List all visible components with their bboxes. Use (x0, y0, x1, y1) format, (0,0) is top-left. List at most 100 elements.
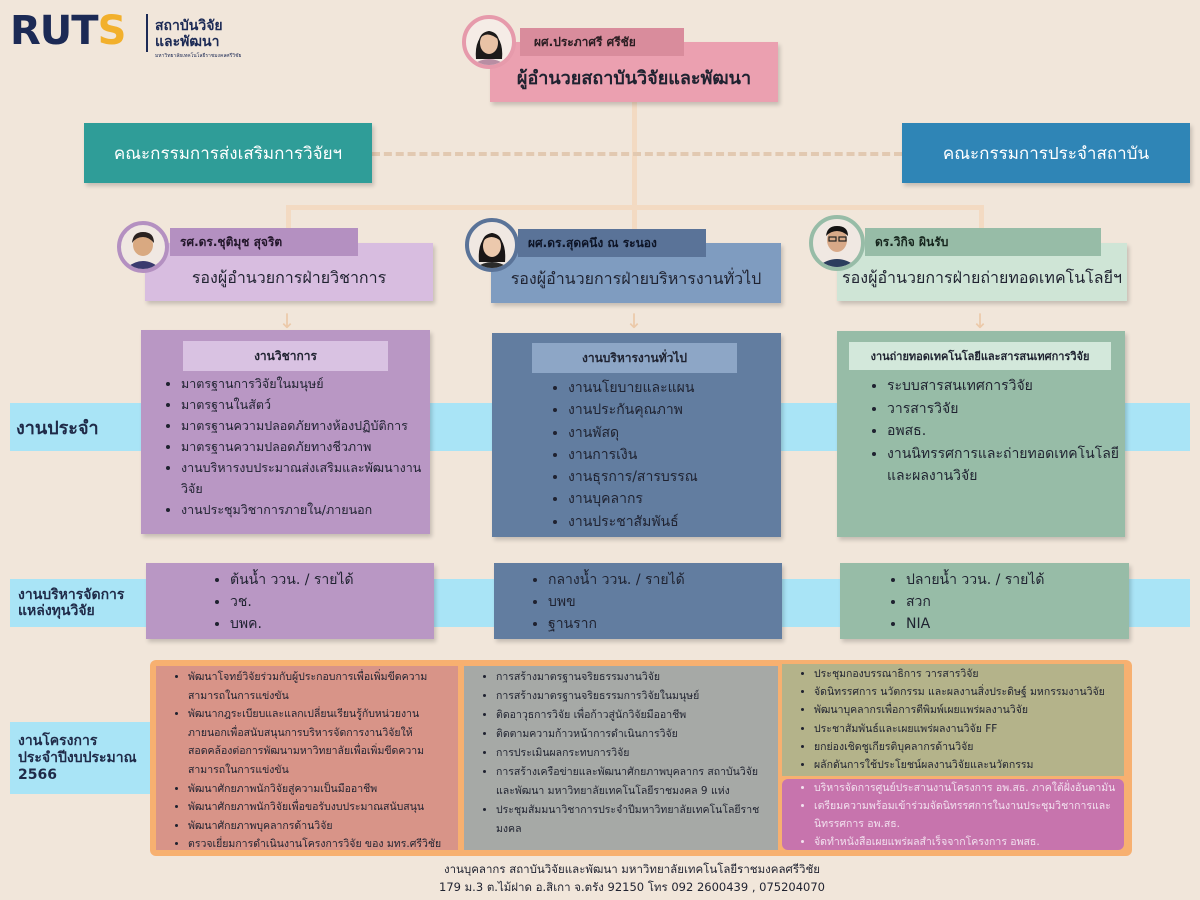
deputy-academic-name-tag: รศ.ดร.ชุติมุช สุจริต (170, 228, 358, 256)
logo-mark: RUTS (10, 8, 126, 54)
list-item: พัฒนาบุคลากรเพื่อการตีพิมพ์เผยแพร่ผลงานว… (814, 701, 1122, 719)
deputy-admin-avatar (465, 218, 519, 272)
deputy-academic-name: รศ.ดร.ชุติมุช สุจริต (180, 234, 283, 249)
list-item: พัฒนากฎระเบียบและแลกเปลี่ยนเรียนรู้กับหน… (188, 705, 454, 779)
list-item: NIA (906, 613, 1118, 635)
deputy-tech-title: รองผู้อำนวยการฝ่ายถ่ายทอดเทคโนโลยีฯ (842, 267, 1122, 287)
list-item: พัฒนาศักยภาพบุคลากรด้านวิจัย (188, 817, 454, 836)
list-item: บพค. (230, 613, 422, 635)
list-item: งานประชุมวิชาการภายใน/ภายนอก (181, 499, 425, 520)
list-item: จัดทำหนังสือเผยแพร่ผลสำเร็จจากโครงการ อพ… (814, 833, 1120, 851)
list-item: ระบบสารสนเทศการวิจัย (887, 375, 1119, 398)
funding-row-label: งานบริหารจัดการ แหล่งทุนวิจัย (10, 579, 142, 627)
projects-band (10, 722, 160, 794)
person-photo-icon (125, 232, 161, 269)
person-photo-icon (472, 31, 506, 65)
connector-deputy-3 (979, 205, 984, 231)
list-item: ติดตามความก้าวหน้าการดำเนินการวิจัย (496, 725, 774, 744)
list-item: งานนโยบายและแผน (568, 377, 770, 399)
funding-downstream-box: ปลายน้ำ ววน. / รายได้ สวก NIA (840, 563, 1129, 639)
projects-aprsp-box: บริหารจัดการศูนย์ประสานงานโครงการ อพ.สธ.… (782, 779, 1124, 850)
person-photo-icon (475, 233, 509, 268)
list-item: งานบุคลากร (568, 488, 770, 510)
logo-line1: สถาบันวิจัย (155, 18, 223, 34)
funding-downstream-list: ปลายน้ำ ววน. / รายได้ สวก NIA (888, 569, 1118, 635)
logo-line2: และพัฒนา (155, 34, 220, 50)
committee-right-box: คณะกรรมการประจำสถาบัน (902, 123, 1190, 183)
projects-aprsp-list: บริหารจัดการศูนย์ประสานงานโครงการ อพ.สธ.… (796, 779, 1120, 851)
director-avatar (462, 15, 516, 69)
down-arrow-icon: ↓ (625, 309, 643, 333)
list-item: ผลักดันการใช้ประโยชน์ผลงานวิจัยและนวัตกร… (814, 756, 1122, 774)
list-item: ติดอาวุธการวิจัย เพื่อก้าวสู่นักวิจัยมือ… (496, 706, 774, 725)
list-item: วารสารวิจัย (887, 398, 1119, 421)
funding-upstream-list: ต้นน้ำ ววน. / รายได้ วช. บพค. (212, 569, 422, 635)
list-item: งานการเงิน (568, 444, 770, 466)
list-item: พัฒนาโจทย์วิจัยร่วมกับผู้ประกอบการเพื่อเ… (188, 668, 454, 705)
routine-row-label: งานประจำ (10, 403, 140, 451)
list-item: งานนิทรรศการและถ่ายทอดเทคโนโลยีและผลงานว… (887, 443, 1119, 488)
list-item: งานพัสดุ (568, 422, 770, 444)
funding-midstream-list: กลางน้ำ ววน. / รายได้ บพข ฐานราก (530, 569, 770, 635)
projects-admin-list: การสร้างมาตรฐานจริยธรรมงานวิจัย การสร้าง… (478, 668, 774, 839)
projects-tech-list: ประชุมกองบรรณาธิการ วารสารวิจัย จัดนิทรร… (796, 665, 1122, 774)
projects-row-label: งานโครงการ ประจำปีงบประมาณ 2566 (18, 732, 137, 783)
logo-text: สถาบันวิจัย และพัฒนา (155, 18, 223, 50)
logo-small-text: มหาวิทยาลัยเทคโนโลยีราชมงคลศรีวิชัย (155, 53, 242, 59)
list-item: การประเมินผลกระทบการวิจัย (496, 744, 774, 763)
list-item: อพสธ. (887, 420, 1119, 443)
footer-line2: 179 ม.3 ต.ไม้ฝาด อ.สิเกา จ.ตรัง 92150 โท… (439, 880, 825, 894)
list-item: มาตรฐานความปลอดภัยทางห้องปฏิบัติการ (181, 415, 425, 436)
list-item: ยกย่องเชิดชูเกียรติบุคลากรด้านวิจัย (814, 738, 1122, 756)
list-item: พัฒนาศักยภาพนักวิจัยสู่ความเป็นมืออาชีพ (188, 780, 454, 799)
projects-admin-box: การสร้างมาตรฐานจริยธรรมงานวิจัย การสร้าง… (464, 666, 778, 850)
routine-academic-heading: งานวิชาการ (183, 341, 388, 371)
director-name-tag: ผศ.ประภาศรี ศรีชัย (520, 28, 684, 56)
deputy-admin-title: รองผู้อำนวยการฝ่ายบริหารงานทั่วไป (510, 268, 762, 288)
deputy-tech-name: ดร.วิกิจ ผินรับ (875, 234, 949, 249)
director-title: ผู้อำนวยสถาบันวิจัยและพัฒนา (516, 67, 752, 89)
routine-admin-box: งานบริหารงานทั่วไป งานนโยบายและแผน งานปร… (492, 333, 781, 537)
down-arrow-icon: ↓ (971, 309, 989, 333)
list-item: งานธุรการ/สารบรรณ (568, 466, 770, 488)
funding-upstream-box: ต้นน้ำ ววน. / รายได้ วช. บพค. (146, 563, 434, 639)
logo: RUTS สถาบันวิจัย และพัฒนา มหาวิทยาลัยเทค… (10, 6, 241, 59)
list-item: กลางน้ำ ววน. / รายได้ (548, 569, 770, 591)
projects-tech-box: ประชุมกองบรรณาธิการ วารสารวิจัย จัดนิทรร… (782, 664, 1124, 776)
committee-left-label: คณะกรรมการส่งเสริมการวิจัยฯ (113, 143, 343, 164)
list-item: วช. (230, 591, 422, 613)
list-item: ประชุมสัมมนาวิชาการประจำปีมหาวิทยาลัยเทค… (496, 801, 774, 839)
committee-left-box: คณะกรรมการส่งเสริมการวิจัยฯ (84, 123, 372, 183)
list-item: จัดนิทรรศการ นวัตกรรม และผลงานสิ่งประดิษ… (814, 683, 1122, 701)
connector-vertical-main (632, 102, 637, 210)
list-item: พัฒนาศักยภาพนักวิจัยเพื่อขอรับงบประมาณสน… (188, 798, 454, 817)
routine-tech-list: ระบบสารสนเทศการวิจัย วารสารวิจัย อพสธ. ง… (869, 375, 1119, 488)
list-item: สวก (906, 591, 1118, 613)
committee-dashed-link (372, 152, 902, 156)
list-item: ประชาสัมพันธ์และเผยแพร่ผลงานวิจัย FF (814, 720, 1122, 738)
routine-academic-box: งานวิชาการ มาตรฐานการวิจัยในมนุษย์ มาตรฐ… (141, 330, 430, 534)
list-item: ประชุมกองบรรณาธิการ วารสารวิจัย (814, 665, 1122, 683)
routine-academic-list: มาตรฐานการวิจัยในมนุษย์ มาตรฐานในสัตว์ ม… (163, 373, 425, 520)
funding-midstream-box: กลางน้ำ ววน. / รายได้ บพข ฐานราก (494, 563, 782, 639)
routine-admin-heading: งานบริหารงานทั่วไป (532, 343, 737, 373)
deputy-admin-name: ผศ.ดร.สุดคนึง ณ ระนอง (528, 235, 657, 250)
connector-deputy-2 (632, 205, 637, 231)
list-item: ปลายน้ำ ววน. / รายได้ (906, 569, 1118, 591)
director-name: ผศ.ประภาศรี ศรีชัย (534, 34, 636, 49)
projects-academic-box: พัฒนาโจทย์วิจัยร่วมกับผู้ประกอบการเพื่อเ… (156, 666, 458, 850)
down-arrow-icon: ↓ (278, 309, 296, 333)
list-item: เตรียมความพร้อมเข้าร่วมจัดนิทรรศการในงาน… (814, 797, 1120, 833)
list-item: มาตรฐานการวิจัยในมนุษย์ (181, 373, 425, 394)
committee-right-label: คณะกรรมการประจำสถาบัน (942, 143, 1150, 164)
list-item: ฐานราก (548, 613, 770, 635)
list-item: งานบริหารงบประมาณส่งเสริมและพัฒนางานวิจั… (181, 457, 425, 499)
deputy-tech-name-tag: ดร.วิกิจ ผินรับ (865, 228, 1101, 256)
deputy-tech-avatar (809, 215, 865, 271)
list-item: บริหารจัดการศูนย์ประสานงานโครงการ อพ.สธ.… (814, 779, 1120, 797)
deputy-academic-title: รองผู้อำนวยการฝ่ายวิชาการ (191, 267, 387, 287)
list-item: การสร้างเครือข่ายและพัฒนาศักยภาพบุคลากร … (496, 763, 774, 801)
deputy-admin-name-tag: ผศ.ดร.สุดคนึง ณ ระนอง (518, 229, 706, 257)
connector-deputy-1 (286, 205, 291, 231)
footer: งานบุคลากร สถาบันวิจัยและพัฒนา มหาวิทยาล… (300, 860, 964, 896)
